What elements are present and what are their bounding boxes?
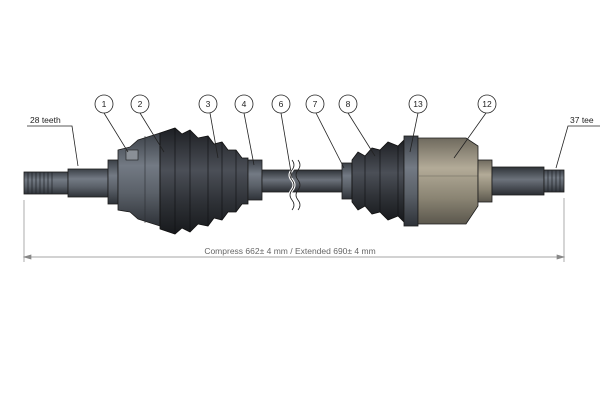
leader-lines [27,112,600,179]
callout-2: 2 [130,94,150,114]
callout-7: 7 [305,94,325,114]
housing-clamp [403,135,419,227]
dimension-label: Compress 662± 4 mm / Extended 690± 4 mm [204,246,375,256]
callout-8: 8 [338,94,358,114]
dimension-line [22,198,566,262]
intermediate-shaft [261,159,343,211]
callout-number: 8 [346,99,351,109]
inner-boot [351,139,405,223]
right-spline-stub [491,166,565,196]
callout-number: 12 [482,99,492,109]
callout-number: 4 [242,99,247,109]
outer-boot [159,127,249,235]
callout-13: 13 [408,94,428,114]
outer-cv-joint [117,132,161,227]
callout-6: 6 [271,94,291,114]
callout-3: 3 [198,94,218,114]
callout-number: 6 [279,99,284,109]
callout-number: 3 [206,99,211,109]
callout-number: 13 [413,99,423,109]
callout-number: 7 [313,99,318,109]
callout-number: 1 [102,99,107,109]
callout-1: 1 [94,94,114,114]
boot-clamp-inner [341,162,353,200]
left-spline-stub [23,159,119,205]
right-teeth-label: 37 tee [570,115,594,125]
inner-joint-housing [417,137,493,225]
callout-4: 4 [234,94,254,114]
callout-number: 2 [138,99,143,109]
boot-clamp-outer [247,159,263,201]
left-teeth-label: 28 teeth [30,115,61,125]
callout-12: 12 [477,94,497,114]
